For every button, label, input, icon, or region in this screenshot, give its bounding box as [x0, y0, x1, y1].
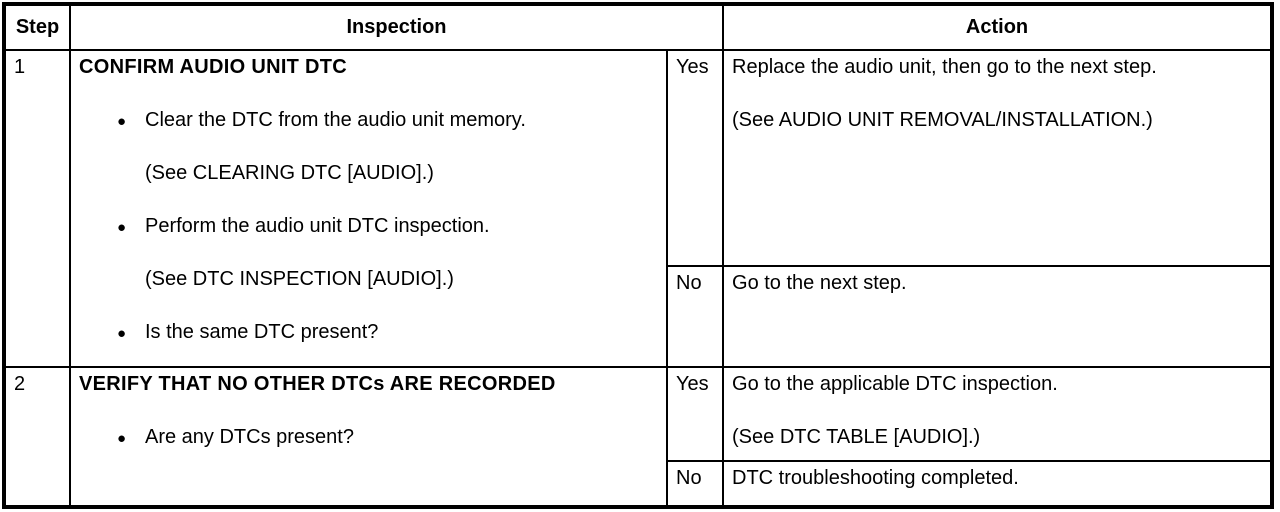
list-item-text: Is the same DTC present? [145, 321, 379, 343]
bullet-icon: ● [117, 113, 127, 130]
list-item-text: Perform the audio unit DTC inspection. [145, 215, 490, 237]
cell-inspection-1: CONFIRM AUDIO UNIT DTC ● Clear the DTC f… [69, 49, 668, 368]
list-item-reference: (See DTC INSPECTION [AUDIO].) [79, 269, 662, 290]
list-item: ● Perform the audio unit DTC inspection. [79, 216, 662, 237]
action-text: Replace the audio unit, then go to the n… [732, 56, 1157, 78]
cell-inspection-2: VERIFY THAT NO OTHER DTCs ARE RECORDED ●… [69, 366, 668, 508]
action-text: Go to the applicable DTC inspection. [732, 373, 1058, 395]
cell-action-yes-2: Go to the applicable DTC inspection. (Se… [722, 366, 1274, 462]
list-item-text: (See CLEARING DTC [AUDIO].) [145, 162, 434, 184]
list-item-text: Are any DTCs present? [145, 426, 354, 448]
header-row: Step Inspection Action [3, 3, 1274, 51]
list-item-text: (See DTC INSPECTION [AUDIO].) [145, 268, 454, 290]
cell-step-1: 1 [3, 49, 71, 368]
cell-yes-2: Yes [665, 366, 725, 462]
table-row: No DTC troubleshooting completed. [4, 460, 1274, 508]
inspection-title-1: CONFIRM AUDIO UNIT DTC [79, 56, 348, 78]
bullet-icon: ● [117, 325, 127, 342]
cell-yes-1: Yes [665, 49, 725, 267]
cell-no-2: No [665, 460, 725, 508]
table-row: 1 CONFIRM AUDIO UNIT DTC ● Clear the DTC… [3, 49, 1274, 368]
list-item: ● Clear the DTC from the audio unit memo… [79, 110, 662, 131]
cell-action-yes-1: Replace the audio unit, then go to the n… [722, 49, 1274, 267]
column-header-step: Step [3, 3, 71, 51]
list-item-reference: (See CLEARING DTC [AUDIO].) [79, 163, 662, 184]
action-text: DTC troubleshooting completed. [732, 467, 1019, 489]
bullet-icon: ● [117, 430, 127, 447]
cell-action-no-2: DTC troubleshooting completed. [722, 460, 1274, 508]
table-row: 2 VERIFY THAT NO OTHER DTCs ARE RECORDED… [3, 366, 1274, 508]
list-item: ● Are any DTCs present? [79, 427, 662, 448]
inspection-title-2: VERIFY THAT NO OTHER DTCs ARE RECORDED [79, 373, 556, 395]
cell-step-2: 2 [3, 366, 71, 508]
table-row: No Go to the next step. [4, 265, 1274, 368]
list-item: ● Is the same DTC present? [79, 322, 662, 343]
cell-no-1: No [665, 265, 725, 368]
bullet-icon: ● [117, 219, 127, 236]
action-reference: (See DTC TABLE [AUDIO].) [732, 426, 981, 448]
column-header-inspection: Inspection [68, 3, 725, 51]
action-text: Go to the next step. [732, 272, 907, 294]
list-item-text: Clear the DTC from the audio unit memory… [145, 109, 526, 131]
cell-action-no-1: Go to the next step. [722, 265, 1274, 368]
column-header-action: Action [722, 3, 1274, 51]
action-reference: (See AUDIO UNIT REMOVAL/INSTALLATION.) [732, 109, 1153, 131]
